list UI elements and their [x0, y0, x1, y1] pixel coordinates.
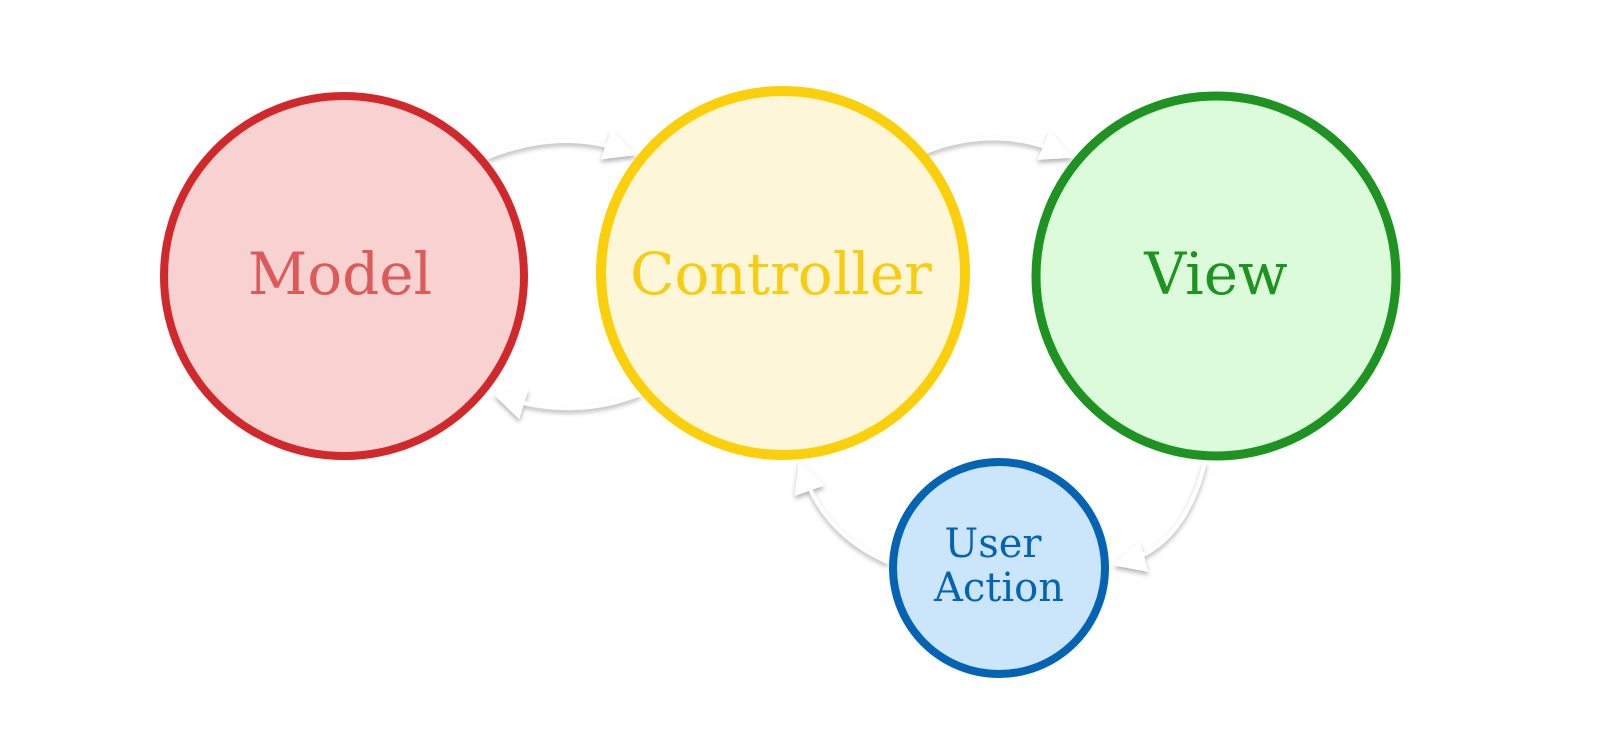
- user-action-label-line1: User: [944, 521, 1042, 567]
- user-action-label-line2: Action: [933, 565, 1064, 611]
- view-label: View: [1143, 240, 1287, 308]
- controller-label: Controller: [630, 240, 932, 308]
- arrow-controller-to-model: [493, 388, 641, 420]
- model-label: Model: [248, 240, 432, 308]
- node-view: View: [1031, 91, 1401, 461]
- arrow-view-to-user-action: [1113, 461, 1207, 572]
- arrow-user-action-to-controller: [794, 460, 889, 564]
- arrow-model-to-controller: [487, 129, 637, 160]
- arrows: [487, 129, 1207, 572]
- arrow-controller-to-view: [924, 130, 1074, 160]
- node-model: Model: [160, 92, 528, 460]
- node-user-action: User Action: [889, 458, 1109, 678]
- node-controller: Controller: [596, 86, 970, 460]
